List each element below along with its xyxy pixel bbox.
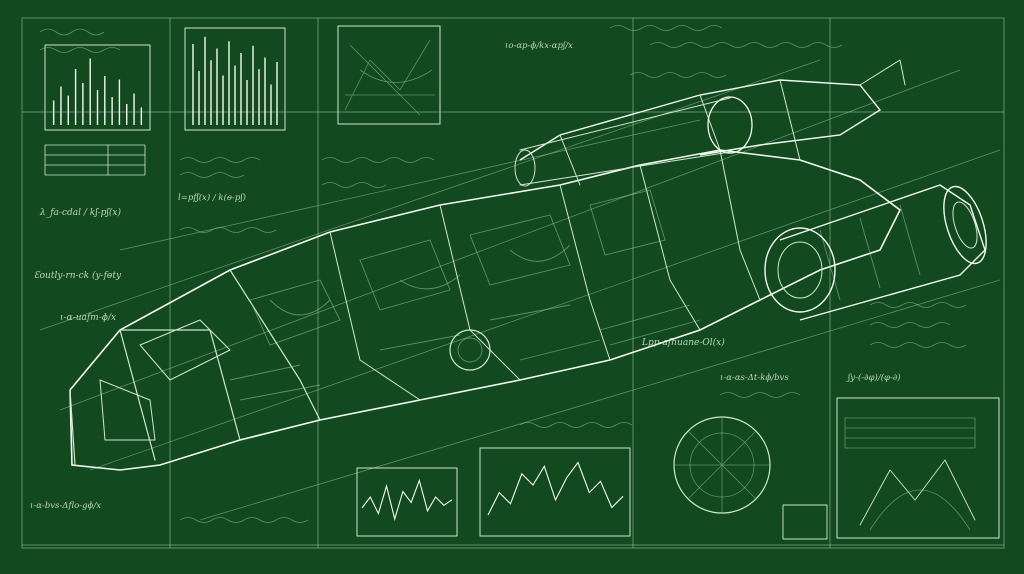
wave-chart-2-line (487, 461, 624, 516)
sheet-frame (21, 17, 1005, 549)
spaceship-hull (69, 59, 987, 471)
wave-chart-1-panel (356, 467, 458, 537)
histogram-panel (44, 44, 151, 131)
perspective-guides (39, 59, 1001, 521)
annotation-notes: λ_fa-cdal / kʃ-pʃ(x) Ɛoutly-rn-ck (y-fɵt… (30, 41, 901, 511)
wave-chart-1-line (361, 478, 453, 522)
spike-chart-bars (192, 36, 278, 125)
engine-pod (764, 227, 836, 313)
annotation-note: ɩ-ɑ-ɑs-Δt-kɸ/bvs (720, 373, 789, 383)
spike-chart-panel (184, 27, 286, 131)
annotation-note: Ɛoutly-rn-ck (y-fɵty (34, 270, 122, 281)
left-data-tables (44, 144, 146, 176)
annotation-note: ʃy-(-∂φ)/(φ-∂) (846, 372, 901, 383)
radial-dial (673, 416, 771, 514)
annotation-note: ɩ-ɑ-uafm-ɸ/x (60, 313, 116, 323)
histogram-bars (52, 58, 143, 125)
annotation-note: λ_fa-cdal / kʃ-pʃ(x) (39, 207, 121, 218)
rear-thruster (779, 184, 987, 321)
annotation-note: l=pfʃ(x) / k(ɵ-pʃ) (178, 192, 246, 203)
scribble-strokes (39, 25, 967, 523)
upper-engine (514, 96, 753, 187)
scatter-map-panel (337, 25, 441, 125)
annotation-note: Lpp-afhuane-Ol(x) (641, 337, 725, 348)
wave-chart-2-panel (479, 447, 631, 537)
inset-panel (782, 397, 1000, 540)
annotation-note: ɩ-ɑ-bvs-Δflo-gɸ/x (30, 501, 101, 511)
annotation-note: ɩo-ɑp-ɸ/kx-ɑpʃ/x (505, 41, 573, 51)
